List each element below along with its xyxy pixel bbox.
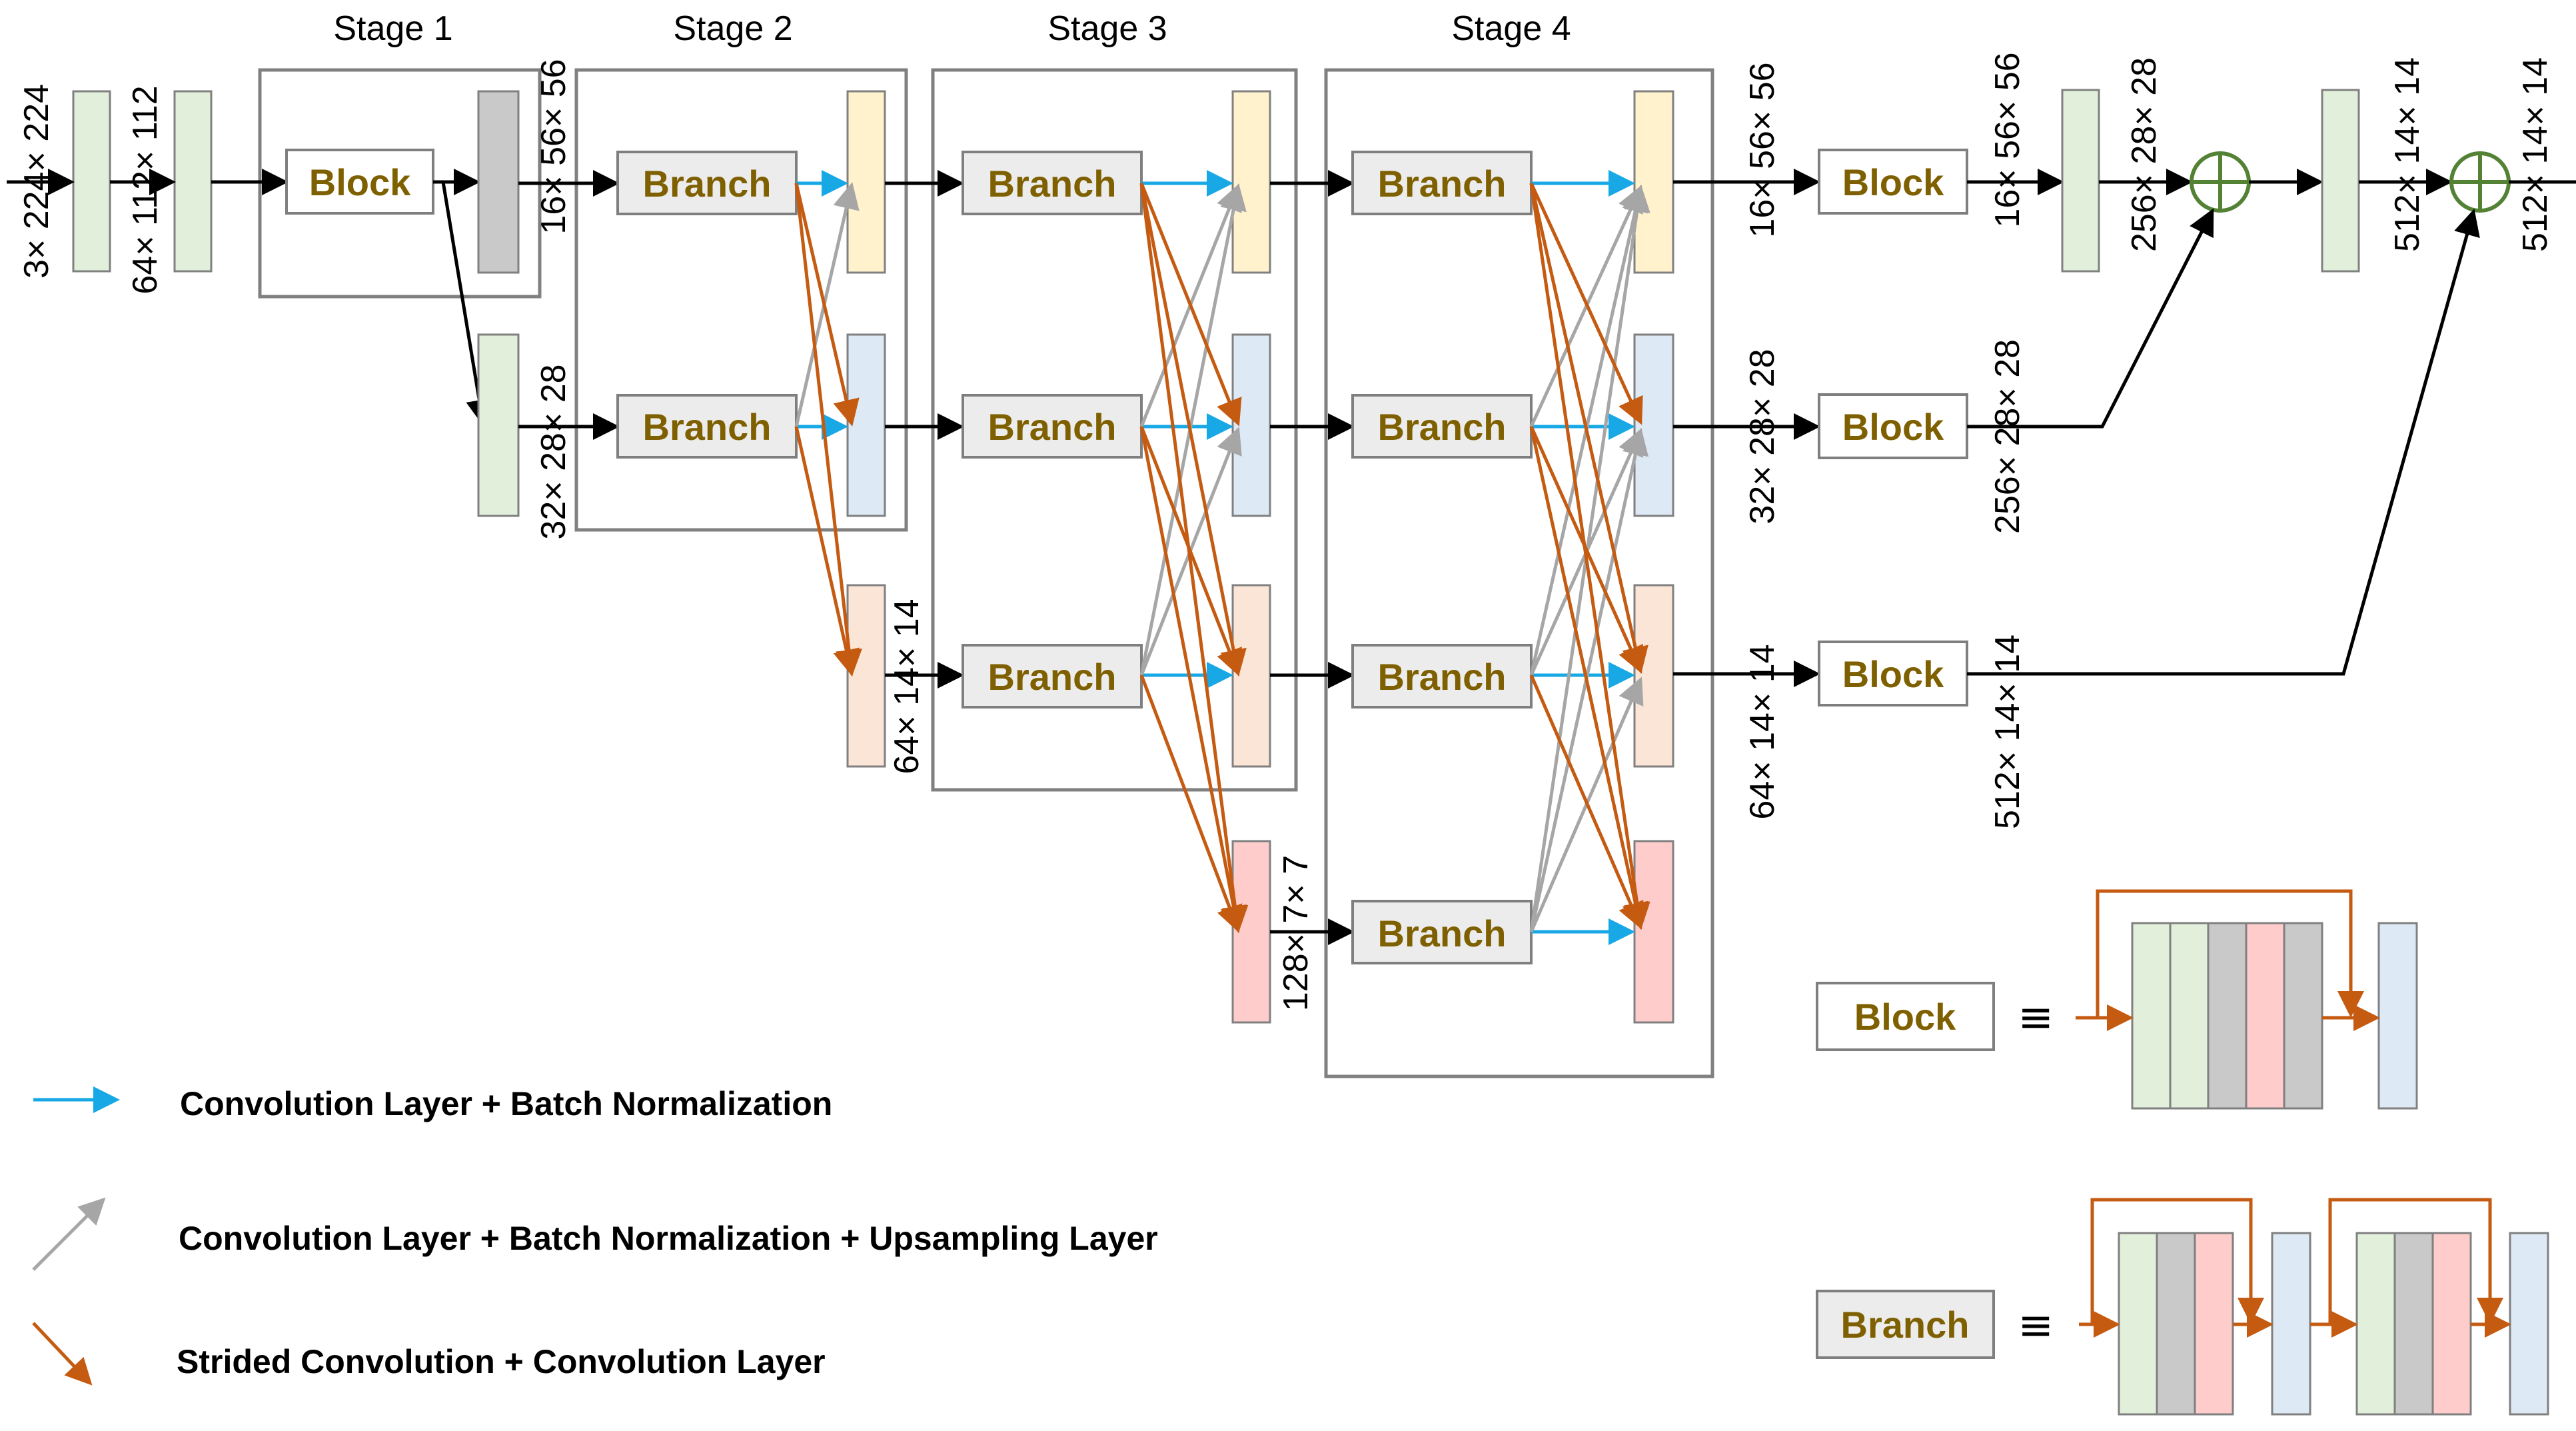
s4-down-3-4 <box>1529 675 1644 930</box>
stage-3-branch-2 <box>962 394 1143 459</box>
fusion-map-2 <box>2321 89 2360 273</box>
s4-down-1-2 <box>1529 182 1643 425</box>
s3-down-mid-low <box>1139 426 1242 677</box>
stem-feature-map <box>173 90 213 273</box>
legend-branch-label: Branch <box>1841 1304 1970 1346</box>
stage-1-top-map <box>477 90 520 274</box>
blk-low-to-sum2-arrow <box>1967 209 2480 676</box>
stage-2-low-map <box>846 584 886 768</box>
stage-2-top-map <box>846 90 886 274</box>
stage-2-title: Stage 2 <box>673 9 792 48</box>
stage-4-box <box>1324 68 1714 1078</box>
block-to-low-arrow <box>433 180 493 427</box>
legend-branch-box <box>1816 1290 1995 1359</box>
dim-s4-top: 16× 56× 56 <box>1743 62 1782 237</box>
block-definition-diagram <box>2076 889 2418 1110</box>
sum-node-2 <box>2449 151 2511 213</box>
dim-s4-low: 64× 14× 14 <box>1743 644 1782 819</box>
stage-4-low-map <box>1633 584 1674 768</box>
stage-4-branch-3-label: Branch <box>1378 656 1507 698</box>
dim-blk-mid: 256× 28× 28 <box>1988 339 2027 534</box>
stage-3-branch-2-label: Branch <box>988 406 1117 448</box>
s3-down-top-mid <box>1139 183 1242 427</box>
s4-up-4-3 <box>1529 677 1644 932</box>
stage-3-branch-1-label: Branch <box>988 163 1117 205</box>
stage-2-box <box>574 68 908 532</box>
out-block-top <box>1818 149 1968 215</box>
stage-2-branch-1-label: Branch <box>643 163 772 205</box>
branch-definition-diagram <box>2079 1198 2549 1416</box>
dim-blk-low: 512× 14× 14 <box>1988 635 2027 829</box>
stage-4-top-map <box>1633 90 1674 274</box>
s3-down-mid-extra <box>1139 426 1247 933</box>
s3-down-top-extra <box>1139 183 1249 933</box>
legend-block-label: Block <box>1854 996 1956 1038</box>
out-block-top-label: Block <box>1842 161 1944 203</box>
input-feature-map <box>72 90 111 273</box>
stage-1-title: Stage 1 <box>333 9 452 48</box>
s3-down-low-extra <box>1139 675 1243 933</box>
dim-s4-mid: 32× 28× 28 <box>1743 349 1782 524</box>
out-block-mid <box>1818 393 1968 459</box>
legend-strided-arrow <box>32 1322 93 1386</box>
stage-3-extra-map <box>1231 840 1271 1024</box>
legend-conv-text: Convolution Layer + Batch Normalization <box>180 1085 832 1122</box>
dim-out2: 512× 14× 14 <box>2388 57 2427 252</box>
stage-4-branch-2-label: Branch <box>1378 406 1507 448</box>
stage-3-mid-map <box>1231 333 1271 517</box>
out-block-mid-label: Block <box>1842 406 1944 448</box>
sum-node-1 <box>2190 151 2251 213</box>
dim-out3: 512× 14× 14 <box>2516 57 2555 252</box>
stage-3-title: Stage 3 <box>1047 9 1167 48</box>
dim-s2-low: 64× 14× 14 <box>888 599 926 774</box>
s2-down-mid-low <box>794 426 860 677</box>
legend-branch-equiv: ≡ <box>2018 1301 2054 1350</box>
legend-strided-text: Strided Convolution + Convolution Layer <box>177 1343 826 1380</box>
s4-down-1-3 <box>1529 183 1648 674</box>
stage-3-branch-3-label: Branch <box>988 656 1117 698</box>
stage-3-branch-3 <box>962 644 1143 709</box>
stage-3-box <box>931 68 1298 792</box>
fusion-map-1 <box>2061 89 2100 273</box>
legend-block-box <box>1816 982 1995 1051</box>
s4-up-2-1 <box>1529 185 1643 428</box>
stage-1-block <box>285 149 434 215</box>
legend-upsample-text: Convolution Layer + Batch Normalization … <box>179 1220 1158 1257</box>
stage-3-top-map <box>1231 90 1271 274</box>
stage-4-extra-map <box>1633 840 1674 1024</box>
stage-1-low-map <box>477 333 520 517</box>
stage-4-branch-1-label: Branch <box>1378 163 1507 205</box>
blk-mid-to-sum1-arrow <box>1967 208 2214 429</box>
stage-4-title: Stage 4 <box>1451 9 1571 48</box>
stage-2-branch-2 <box>616 394 798 459</box>
s4-down-2-4 <box>1529 426 1649 930</box>
dim-input: 3× 224× 224 <box>17 84 56 279</box>
s2-down-top-mid <box>794 183 860 427</box>
stage-4-branch-2 <box>1351 394 1533 459</box>
stage-2-branch-2-label: Branch <box>643 406 772 448</box>
stage-3-branch-1 <box>962 151 1143 215</box>
s2-down-top-low <box>794 183 862 677</box>
stage-2-branch-1 <box>616 151 798 215</box>
dim-s1-low: 32× 28× 28 <box>534 364 573 539</box>
out-block-low-label: Block <box>1842 653 1944 695</box>
dim-out1: 256× 28× 28 <box>2125 57 2164 252</box>
s4-down-2-3 <box>1529 425 1643 674</box>
stage-4-branch-4-label: Branch <box>1378 912 1507 954</box>
stage-4-branch-3 <box>1351 644 1533 709</box>
dim-s1-top: 16× 56× 56 <box>534 59 573 234</box>
legend-block-equiv: ≡ <box>2018 993 2054 1042</box>
stage-4-mid-map <box>1633 333 1674 517</box>
dim-blk-top: 16× 56× 56 <box>1988 52 2027 227</box>
stage-1-block-label: Block <box>309 161 411 203</box>
stage-3-low-map <box>1231 584 1271 768</box>
s4-down-1-4 <box>1529 183 1650 930</box>
legend-upsample-arrow <box>32 1197 106 1271</box>
stage-2-mid-map <box>846 333 886 517</box>
out-block-low <box>1818 641 1968 707</box>
dim-stem: 64× 112× 112 <box>126 85 165 294</box>
s3-down-top-low <box>1139 183 1247 677</box>
